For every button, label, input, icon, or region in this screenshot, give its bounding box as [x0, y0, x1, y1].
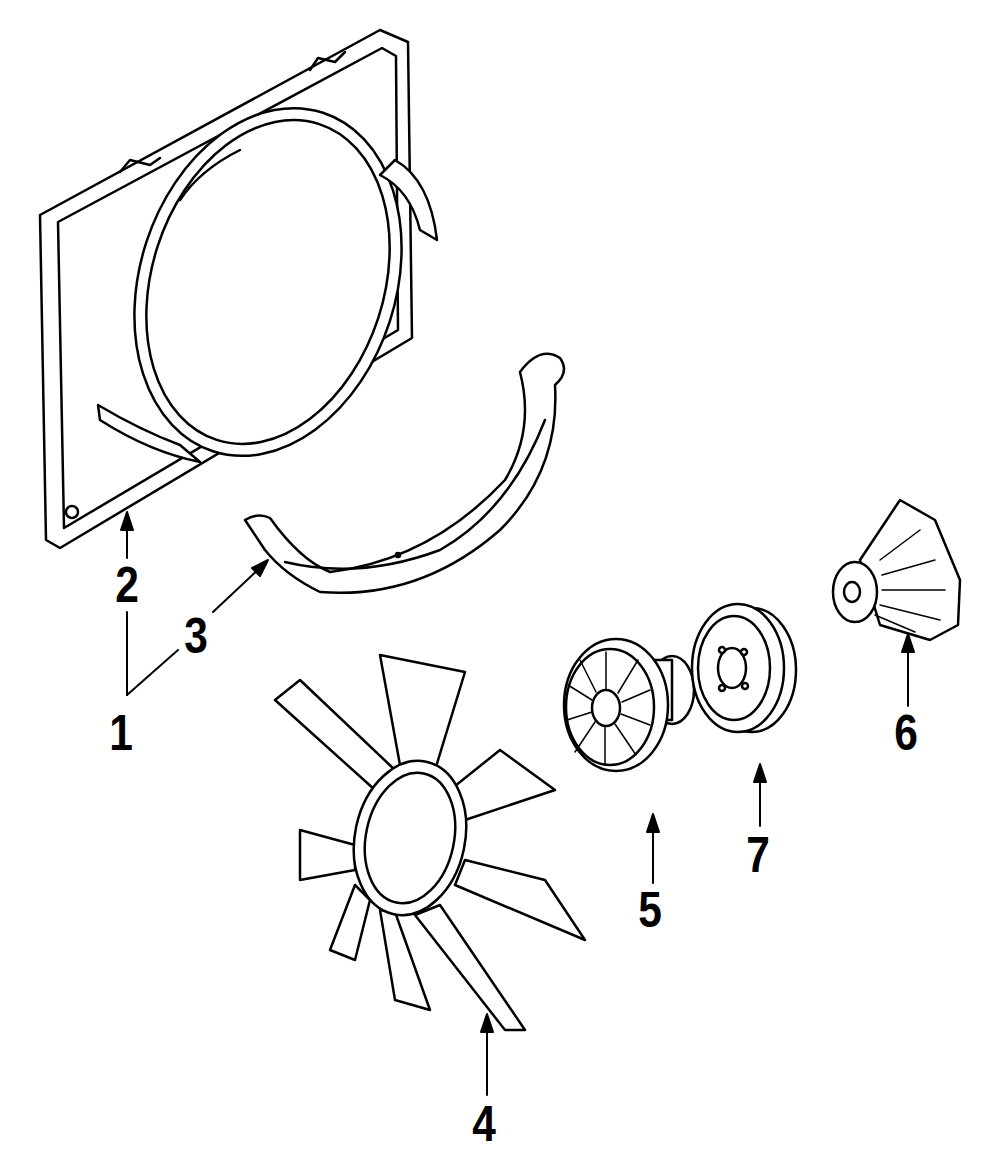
callout-number: 1 — [109, 708, 133, 758]
callout-number: 3 — [184, 611, 208, 661]
callout-number: 5 — [638, 885, 662, 935]
leader-lines — [121, 512, 914, 1095]
callout-number: 2 — [115, 560, 139, 610]
water-pump — [833, 500, 960, 640]
lower-shroud — [245, 354, 564, 593]
fan-clutch — [564, 639, 694, 771]
callout-number: 6 — [894, 708, 918, 758]
pulley — [692, 604, 796, 732]
fan-shroud — [40, 30, 445, 548]
callout-number: 4 — [472, 1099, 496, 1149]
callout-number: 7 — [746, 830, 770, 880]
fan-blade — [275, 655, 585, 1030]
